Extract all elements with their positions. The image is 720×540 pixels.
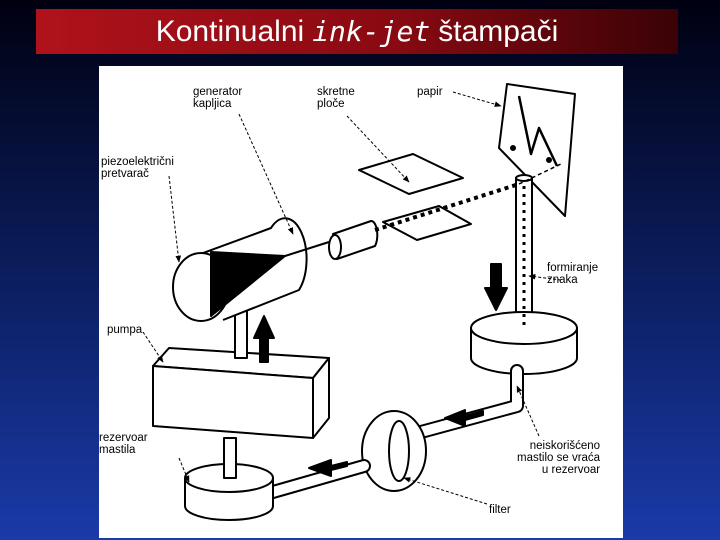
label-reservoir: rezervoar mastila — [99, 432, 148, 456]
charge-electrode — [332, 220, 379, 260]
label-pump: pumpa — [107, 324, 143, 336]
title-word-2: ink-jet — [312, 15, 431, 48]
reservoir-pipe — [223, 437, 237, 479]
label-piezo: piezoelektrični pretvarač — [101, 156, 174, 180]
paper-sheet — [498, 83, 576, 217]
inkjet-diagram: generator kapljica skretne ploče papir p… — [99, 66, 623, 538]
label-character-forming: formiranje znaka — [547, 262, 599, 286]
title-word-3: štampači — [438, 14, 559, 48]
label-paper: papir — [417, 86, 443, 98]
label-unused-ink: neiskorišćeno mastilo se vraća u rezervo… — [517, 440, 601, 476]
label-generator: generator kapljica — [193, 86, 243, 110]
deflection-plate-bottom — [382, 205, 472, 241]
label-deflection-plates: skretne ploče — [317, 86, 355, 110]
slide-title: Kontinualni ink-jet štampači — [36, 9, 678, 54]
title-word-1: Kontinualni — [155, 14, 305, 48]
flow-arrow-up — [253, 315, 275, 363]
label-filter: filter — [489, 504, 511, 516]
flow-arrow-left-2 — [308, 459, 348, 477]
droplet-stream — [374, 182, 520, 232]
flow-arrow-left-1 — [444, 409, 484, 427]
diagram-drawing — [142, 83, 578, 521]
paper-character — [517, 95, 559, 167]
deflection-plate-top — [358, 153, 464, 195]
flow-arrow-down — [484, 263, 508, 311]
